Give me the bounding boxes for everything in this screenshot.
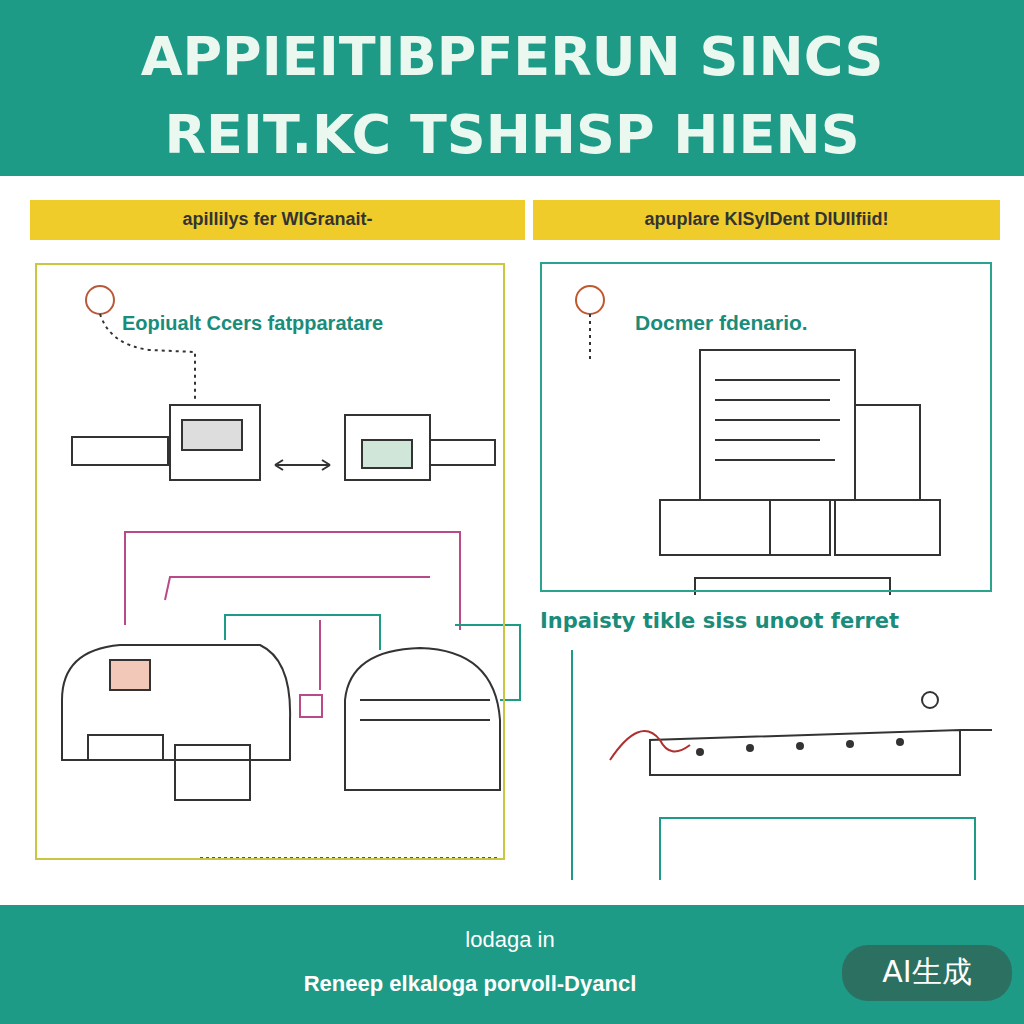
- panel-heading: Docmer fdenario.: [635, 310, 975, 335]
- footer-band: lodaga in Reneep elkaloga porvoll-Dyancl: [0, 905, 1024, 1024]
- band-text: apillilys fer WIGranait-: [30, 209, 525, 231]
- watermark-pill: [842, 945, 1012, 1001]
- header-band: apillilys fer WIGranait-: [30, 200, 525, 240]
- magenta-wires: [125, 532, 460, 717]
- panel-heading: Reneep elkaloga porvoll-Dyancl: [120, 971, 820, 997]
- title-band: [0, 0, 1024, 176]
- panel-heading: lodaga in: [160, 927, 860, 953]
- note-text: Inpaisty tikle siss unoot ferret: [540, 608, 980, 635]
- teal-wires: [225, 615, 975, 880]
- red-wire: [610, 731, 690, 760]
- watermark: AI生成: [842, 952, 1012, 991]
- panel-heading: Eopiualt Ccers fatpparatare: [122, 311, 492, 335]
- machines: [62, 645, 500, 800]
- conveyor-dots: [696, 738, 904, 756]
- left-devices: [72, 286, 495, 480]
- header-band: apuplare KISylDent DIUIIfiid!: [533, 200, 1000, 240]
- title: APPIEITIBPFERUN SINCS REIT.KC TSHHSP HIE…: [62, 18, 962, 175]
- bottom-band: [0, 905, 1024, 1024]
- panel-frame: Eopiualt Ccers fatpparatare: [35, 263, 505, 860]
- right-devices: [576, 286, 992, 775]
- band-text: apuplare KISylDent DIUIIfiid!: [533, 209, 1000, 231]
- panel-frame: Docmer fdenario.: [540, 262, 992, 592]
